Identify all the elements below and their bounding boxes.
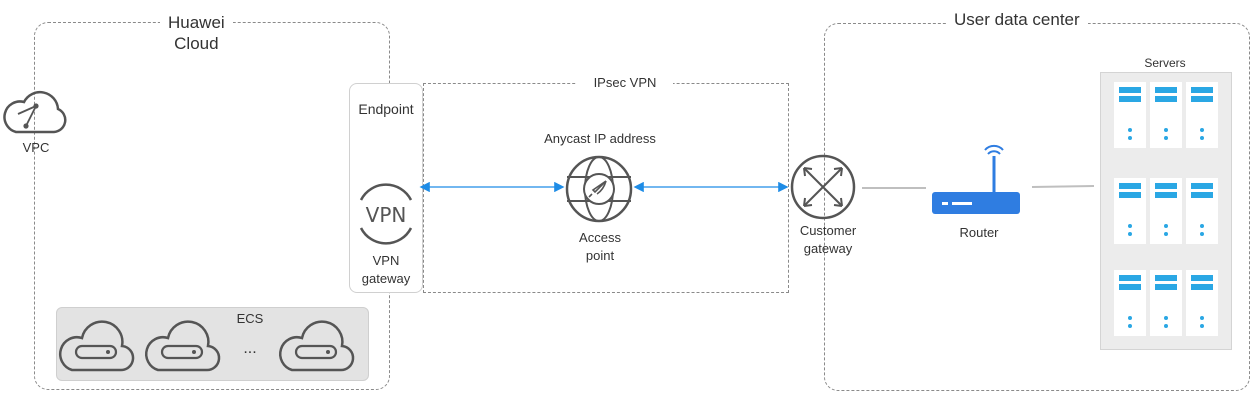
ecs-label: ECS [236, 311, 264, 326]
ecs-server-icon-2 [145, 320, 221, 372]
vpn-icon-text: VPN [366, 203, 407, 227]
server-row-1 [1114, 82, 1218, 148]
ecs-server-icon-1 [59, 320, 135, 372]
endpoint-label: Endpoint [358, 101, 414, 117]
access-point-globe-icon [565, 155, 633, 223]
endpoint-panel [349, 83, 423, 293]
server-units [1114, 82, 1218, 336]
ecs-ellipsis: ... [243, 340, 257, 357]
router-label: Router [959, 225, 999, 240]
anycast-ip-label: Anycast IP address [544, 131, 656, 146]
link-router-to-servers [1031, 185, 1095, 188]
vpn-gateway-icon: VPN [359, 183, 413, 245]
user-data-center-title: User data center [946, 10, 1088, 30]
servers-label: Servers [1144, 56, 1186, 70]
server-row-2 [1114, 178, 1218, 244]
vpc-cloud-icon [3, 90, 67, 134]
customer-gateway-icon [790, 154, 856, 220]
router-icon [932, 144, 1020, 214]
ecs-server-icon-3 [279, 320, 355, 372]
ipsec-vpn-label: IPsec VPN [577, 75, 673, 90]
server-row-3 [1114, 270, 1218, 336]
vpc-label: VPC [22, 140, 50, 155]
